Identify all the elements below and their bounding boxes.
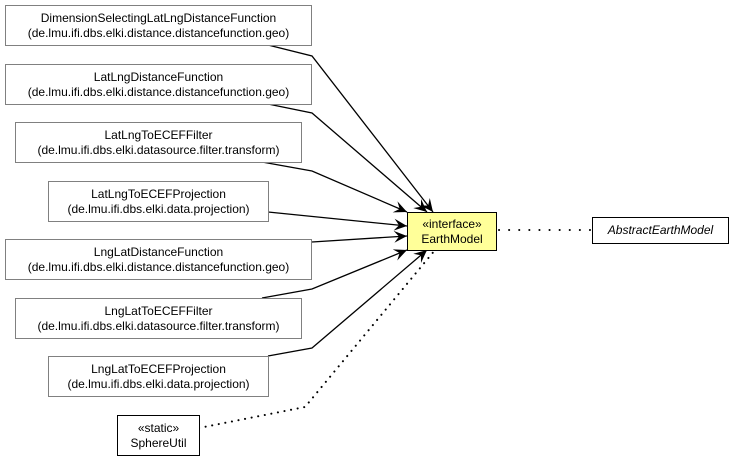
edge-c2-earthmodel: [267, 103, 428, 213]
class-package: (de.lmu.ifi.dbs.elki.data.projection): [67, 201, 250, 216]
class-name: DimensionSelectingLatLngDistanceFunction: [40, 10, 277, 25]
class-sphereutil[interactable]: «static» SphereUtil: [117, 415, 200, 456]
edge-c1-earthmodel: [267, 44, 434, 213]
edge-c6-earthmodel: [261, 249, 408, 299]
class-package: (de.lmu.ifi.dbs.elki.datasource.filter.t…: [37, 318, 280, 333]
class-lnglat-to-ecef-filter[interactable]: LngLatToECEFFilter (de.lmu.ifi.dbs.elki.…: [15, 298, 302, 339]
class-latlng-to-ecef-projection[interactable]: LatLngToECEFProjection (de.lmu.ifi.dbs.e…: [48, 181, 269, 222]
class-name: LatLngDistanceFunction: [93, 69, 224, 84]
class-name: LngLatToECEFProjection: [91, 361, 226, 376]
class-package: (de.lmu.ifi.dbs.elki.datasource.filter.t…: [37, 142, 280, 157]
class-package: (de.lmu.ifi.dbs.elki.data.projection): [67, 376, 250, 391]
class-package: (de.lmu.ifi.dbs.elki.distance.distancefu…: [27, 25, 290, 40]
class-name: SphereUtil: [130, 435, 187, 450]
class-latlng-distance-function[interactable]: LatLngDistanceFunction (de.lmu.ifi.dbs.e…: [5, 64, 312, 105]
class-name: LngLatToECEFFilter: [104, 303, 213, 318]
class-lnglat-distance-function[interactable]: LngLatDistanceFunction (de.lmu.ifi.dbs.e…: [5, 239, 312, 280]
class-name: AbstractEarthModel: [607, 223, 714, 237]
class-package: (de.lmu.ifi.dbs.elki.distance.distancefu…: [27, 84, 290, 99]
class-earthmodel[interactable]: «interface» EarthModel: [407, 212, 497, 251]
class-lnglat-to-ecef-projection[interactable]: LngLatToECEFProjection (de.lmu.ifi.dbs.e…: [48, 356, 269, 397]
class-name: EarthModel: [421, 231, 483, 246]
class-name: LngLatDistanceFunction: [93, 244, 224, 259]
class-name: LatLngToECEFProjection: [91, 186, 226, 201]
class-stereotype: «interface»: [422, 216, 482, 231]
class-stereotype: «static»: [137, 420, 180, 435]
class-package: (de.lmu.ifi.dbs.elki.distance.distancefu…: [27, 259, 290, 274]
class-name: LatLngToECEFFilter: [104, 127, 213, 142]
edge-c5-earthmodel: [311, 230, 408, 243]
edge-c3-earthmodel: [261, 161, 408, 213]
class-latlng-to-ecef-filter[interactable]: LatLngToECEFFilter (de.lmu.ifi.dbs.elki.…: [15, 122, 302, 163]
edge-c4-earthmodel: [267, 211, 408, 231]
edge-sphereutil-earthmodel: [198, 249, 436, 429]
class-dimension-selecting-latlng-distance-function[interactable]: DimensionSelectingLatLngDistanceFunction…: [5, 5, 312, 46]
edge-c7-earthmodel: [267, 249, 428, 357]
class-abstractearthmodel[interactable]: AbstractEarthModel: [592, 217, 729, 244]
